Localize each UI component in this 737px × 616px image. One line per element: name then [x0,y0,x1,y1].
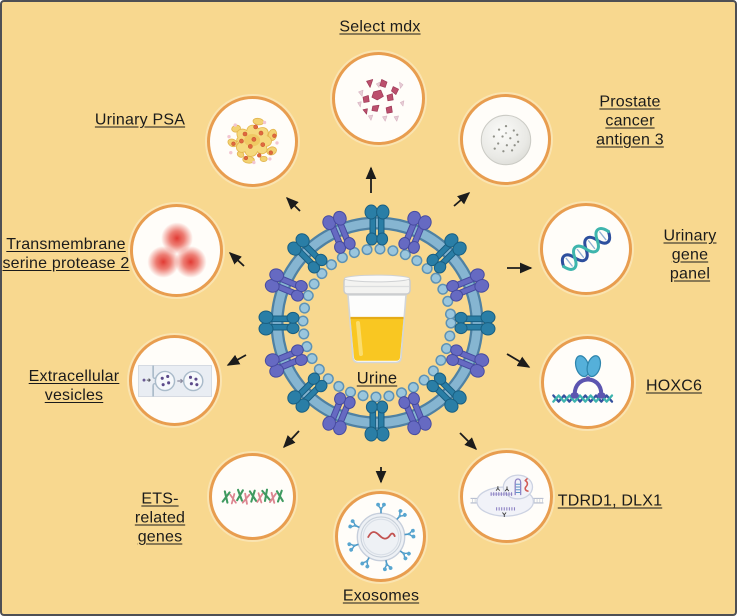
vesicle-budding-icon [137,364,212,397]
arrow-to-tdrd1-dlx1 [459,432,478,451]
psa-protein-cluster-icon [226,117,279,164]
cell-sphere-icon [480,114,531,165]
node-circle-exosomes [335,491,426,582]
node-circle-urinary-psa [207,96,298,187]
node-circle-transmembrane-serine-protease-2 [130,204,223,297]
arrow-to-hoxc6 [506,353,531,368]
arrow-to-prostate-cancer-antigen-3 [453,192,471,207]
node-circle-ets-related-genes [209,453,296,540]
tissue-fragments-icon [356,78,404,122]
dna-helix-icon [560,227,612,271]
membrane-proteins [258,204,496,442]
label-extracellular-vesicles: Extracellular vesicles [28,368,120,404]
arrow-to-transmembrane-serine-protease-2 [228,252,245,267]
node-circle-tdrd1-dlx1 [460,450,553,543]
arrow-to-extracellular-vesicles [226,354,247,366]
label-exosomes: Exosomes [342,587,420,605]
label-urine: Urine [356,369,398,388]
label-urinary-gene-panel: Urinary gene panel [663,227,717,283]
node-circle-extracellular-vesicles [129,335,220,426]
label-select-mdx: Select mdx [339,18,421,36]
gene-transcription-icon [470,473,543,517]
label-hoxc6: HOXC6 [645,377,703,395]
arrow-to-ets-related-genes [283,430,300,449]
node-circle-prostate-cancer-antigen-3 [460,94,551,185]
node-circle-urinary-gene-panel [540,203,632,295]
transcription-factor-dna-icon [551,354,613,403]
node-circle-hoxc6 [541,336,634,429]
membrane-outer-ring [270,216,484,430]
node-circle-select-mdx [332,52,425,145]
label-ets-related-genes: ETS- related genes [134,490,186,546]
urine-cup-icon [343,274,411,364]
red-protein-spots-icon [146,221,207,278]
label-prostate-cancer-antigen-3: Prostate cancer antigen 3 [596,93,664,149]
cell-membrane-ring [258,204,496,442]
arrow-to-urinary-psa [285,196,301,212]
label-urinary-psa: Urinary PSA [94,111,186,129]
exosome-vesicle-icon [346,502,415,571]
exosome-receptors [346,502,415,571]
label-tdrd1-dlx1: TDRD1, DLX1 [557,492,663,510]
chromosomes-icon [221,488,284,505]
label-transmembrane-serine-protease-2: Transmembrane serine protease 2 [2,236,130,272]
